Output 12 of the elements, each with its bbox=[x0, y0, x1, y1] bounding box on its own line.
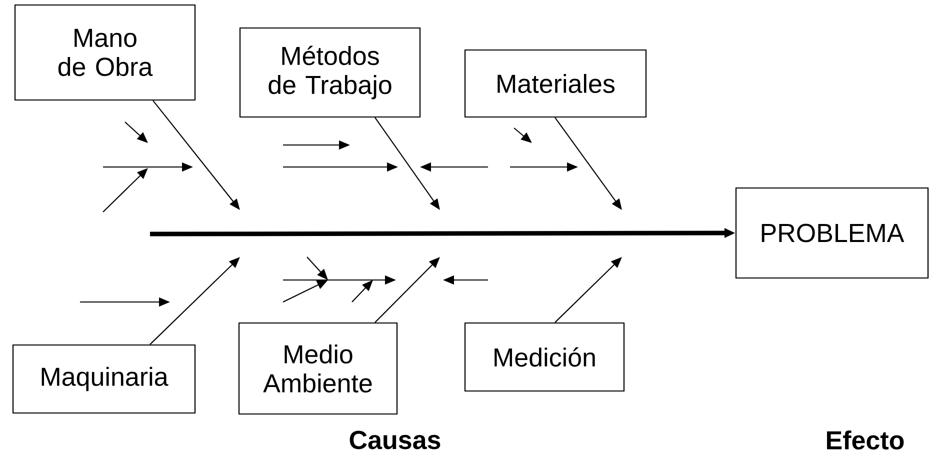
cause-box: Medición bbox=[464, 322, 625, 392]
cause-box: PROBLEMA bbox=[735, 187, 929, 279]
section-label: Efecto bbox=[827, 430, 904, 450]
cause-arrow bbox=[150, 257, 240, 345]
cause-box: Métodos de Trabajo bbox=[239, 27, 421, 118]
cause-arrow bbox=[374, 257, 440, 323]
cause-box: Medio Ambiente bbox=[238, 322, 398, 415]
cause-box: Materiales bbox=[464, 49, 647, 118]
cause-box: Mano de Obra bbox=[14, 4, 196, 101]
cause-arrow bbox=[554, 257, 622, 323]
cause-box: Maquinaria bbox=[12, 344, 196, 414]
section-label: Causas bbox=[350, 430, 440, 450]
